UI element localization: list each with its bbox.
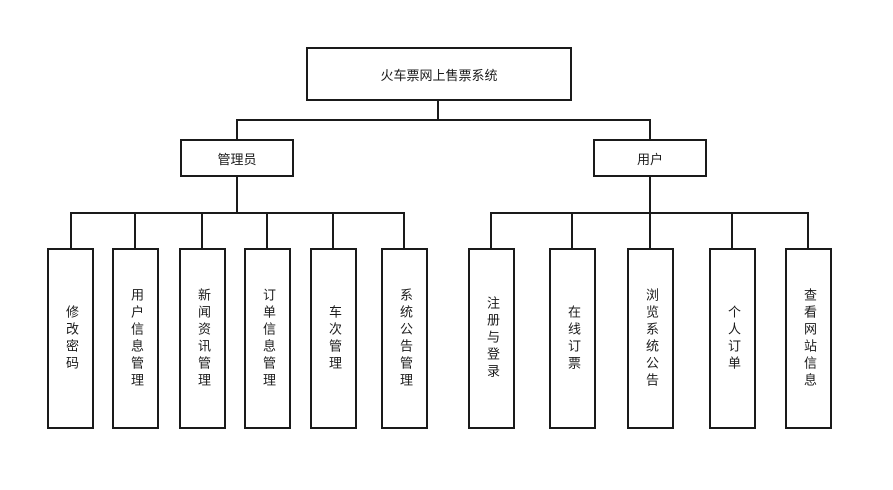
leaf-node: 注册与登录	[468, 248, 515, 429]
connector-admin-child-3	[201, 212, 203, 249]
connector-root-down	[437, 100, 439, 120]
connector-to-user	[649, 119, 651, 140]
connector-user-child-1	[490, 212, 492, 249]
root-label: 火车票网上售票系统	[380, 68, 498, 84]
connector-user-child-5	[807, 212, 809, 249]
leaf-label: 修改密码	[63, 304, 78, 373]
leaf-label: 注册与登录	[484, 296, 499, 381]
leaf-node: 订单信息管理	[244, 248, 291, 429]
connector-admin-child-5	[332, 212, 334, 249]
leaf-label: 浏览系统公告	[643, 287, 658, 390]
leaf-node: 车次管理	[310, 248, 357, 429]
group-node-admin: 管理员	[180, 139, 294, 177]
leaf-node: 用户信息管理	[112, 248, 159, 429]
leaf-label: 新闻资讯管理	[195, 287, 210, 390]
connector-admin-child-1	[70, 212, 72, 249]
group-node-user: 用户	[593, 139, 707, 177]
leaf-label: 系统公告管理	[397, 287, 412, 390]
leaf-label: 在线订票	[565, 304, 580, 373]
group-label-user: 用户	[636, 152, 663, 168]
connector-admin-horizontal	[70, 212, 405, 214]
connector-admin-child-2	[134, 212, 136, 249]
leaf-label: 车次管理	[326, 304, 341, 373]
leaf-label: 订单信息管理	[260, 287, 275, 390]
leaf-node: 新闻资讯管理	[179, 248, 226, 429]
connector-admin-child-4	[266, 212, 268, 249]
leaf-node: 在线订票	[549, 248, 596, 429]
connector-user-child-2	[571, 212, 573, 249]
connector-admin-down	[236, 176, 238, 213]
connector-user-child-3	[649, 212, 651, 249]
leaf-label: 用户信息管理	[128, 287, 143, 390]
leaf-node: 查看网站信息	[785, 248, 832, 429]
leaf-node: 系统公告管理	[381, 248, 428, 429]
connector-to-admin	[236, 119, 238, 140]
connector-user-down	[649, 176, 651, 213]
connector-user-child-4	[731, 212, 733, 249]
leaf-node: 修改密码	[47, 248, 94, 429]
leaf-label: 查看网站信息	[801, 287, 816, 390]
connector-admin-child-6	[403, 212, 405, 249]
leaf-node: 个人订单	[709, 248, 756, 429]
root-node: 火车票网上售票系统	[306, 47, 572, 101]
leaf-node: 浏览系统公告	[627, 248, 674, 429]
leaf-label: 个人订单	[725, 304, 740, 373]
connector-root-horizontal	[236, 119, 651, 121]
group-label-admin: 管理员	[217, 152, 257, 168]
